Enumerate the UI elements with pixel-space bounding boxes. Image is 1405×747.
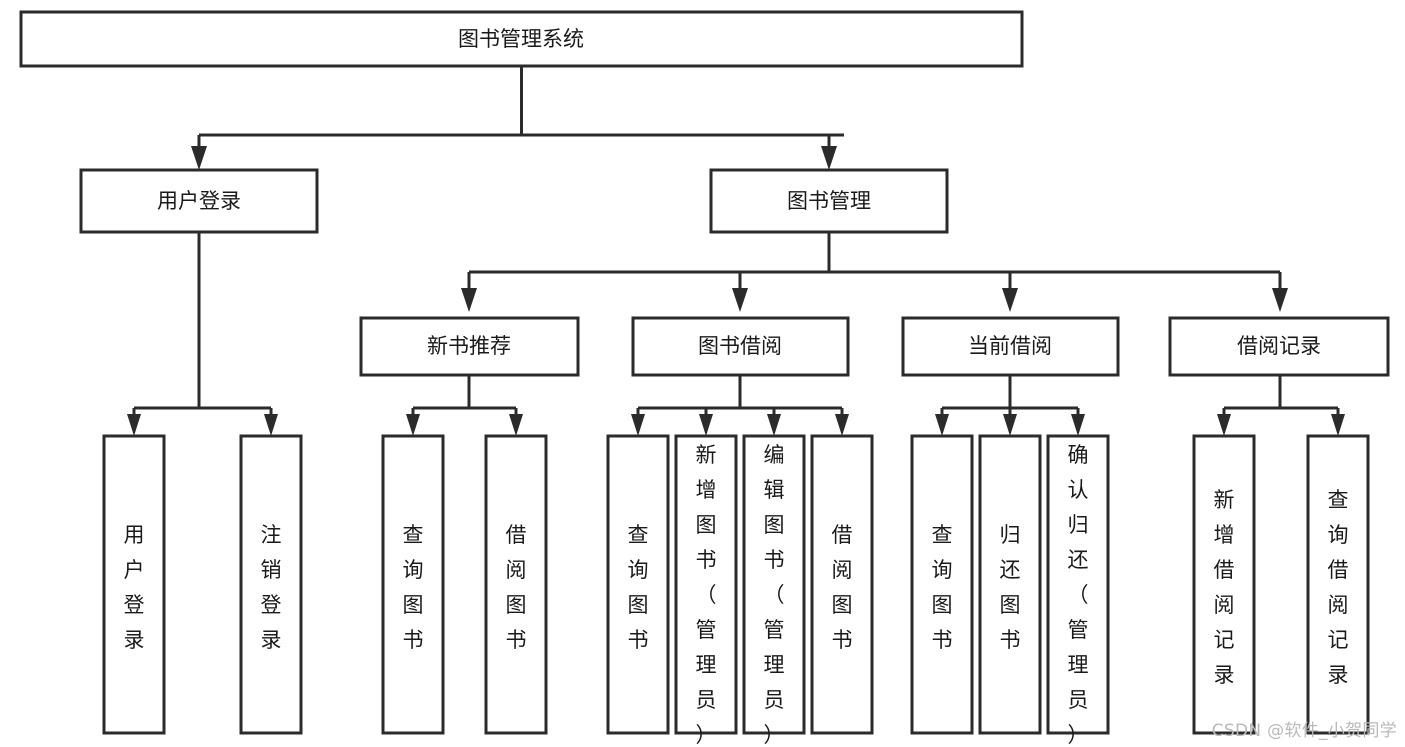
node-current-borrow-label: 当前借阅 bbox=[968, 334, 1052, 358]
arrow-head-leaf-book-borrow-1 bbox=[631, 414, 645, 436]
leaf-new-book-2-box[interactable] bbox=[484, 434, 548, 735]
arrow-head-leaf-book-borrow-2 bbox=[699, 414, 713, 436]
node-book-management-label: 图书管理 bbox=[787, 189, 871, 213]
node-new-book-recommend-label: 新书推荐 bbox=[427, 334, 511, 358]
node-new-book-recommend[interactable]: 新书推荐 bbox=[359, 316, 580, 377]
connector-group-book-borrow bbox=[631, 375, 849, 436]
leaf-current-borrow-2-label: 归还图书 bbox=[1000, 523, 1021, 652]
arrow-head-leaf-book-borrow-4 bbox=[835, 414, 849, 436]
leaf-node[interactable]: 新增借阅记录 bbox=[1192, 434, 1256, 735]
node-root-box[interactable] bbox=[19, 10, 1024, 68]
connector-group-new-book-recommend bbox=[406, 375, 523, 436]
leaf-node[interactable]: 归还图书 bbox=[978, 434, 1042, 735]
arrow-head-leaf-user-login-2 bbox=[264, 414, 278, 436]
arrow-head-current-borrow bbox=[1002, 288, 1018, 312]
leaf-node[interactable]: 查询图书 bbox=[381, 434, 445, 735]
leaf-book-borrow-1-box[interactable] bbox=[606, 434, 670, 735]
leaf-node[interactable]: 查询图书 bbox=[606, 434, 670, 735]
node-book-management[interactable]: 图书管理 bbox=[709, 168, 949, 234]
arrow-head-book-mgmt bbox=[821, 146, 837, 170]
csdn-watermark: CSDN @软件_小贺同学 bbox=[1211, 721, 1397, 741]
node-book-borrow[interactable]: 图书借阅 bbox=[631, 316, 850, 377]
leaf-book-borrow-3-box[interactable] bbox=[742, 434, 806, 735]
node-root-label: 图书管理系统 bbox=[458, 27, 584, 51]
leaf-current-borrow-1-box[interactable] bbox=[910, 434, 974, 735]
node-book-management-box[interactable] bbox=[709, 168, 949, 234]
leaf-user-login-2-label: 注销登录 bbox=[261, 523, 282, 652]
leaf-book-borrow-3-label: 编辑图书（管理员） bbox=[764, 443, 785, 747]
arrow-head-leaf-new-book-2 bbox=[509, 414, 523, 436]
leaf-node[interactable]: 新增图书（管理员） bbox=[674, 434, 738, 747]
leaf-book-borrow-4-box[interactable] bbox=[810, 434, 874, 735]
arrow-head-book-borrow bbox=[732, 288, 748, 312]
arrow-head-leaf-new-book-1 bbox=[406, 414, 420, 436]
leaf-node[interactable]: 查询借阅记录 bbox=[1306, 434, 1370, 735]
leaf-borrow-record-1-label: 新增借阅记录 bbox=[1214, 488, 1235, 687]
leaf-borrow-record-2-label: 查询借阅记录 bbox=[1328, 488, 1349, 687]
node-new-book-recommend-box[interactable] bbox=[359, 316, 580, 377]
leaf-user-login-1-label: 用户登录 bbox=[124, 523, 145, 652]
leaf-borrow-record-1-box[interactable] bbox=[1192, 434, 1256, 735]
leaf-node[interactable]: 注销登录 bbox=[239, 434, 303, 735]
leaf-user-login-2-box[interactable] bbox=[239, 434, 303, 735]
connector-group-borrow-record bbox=[1217, 375, 1345, 436]
leaf-user-login-1-box[interactable] bbox=[102, 434, 166, 735]
node-borrow-record[interactable]: 借阅记录 bbox=[1168, 316, 1390, 377]
leaf-node[interactable]: 编辑图书（管理员） bbox=[742, 434, 806, 747]
arrow-head-leaf-current-borrow-1 bbox=[935, 414, 949, 436]
arrow-head-borrow-record bbox=[1272, 288, 1288, 312]
leaf-new-book-1-box[interactable] bbox=[381, 434, 445, 735]
arrow-head-leaf-borrow-record-2 bbox=[1331, 414, 1345, 436]
leaf-new-book-1-label: 查询图书 bbox=[403, 523, 424, 652]
node-borrow-record-label: 借阅记录 bbox=[1237, 334, 1321, 358]
node-book-borrow-box[interactable] bbox=[631, 316, 850, 377]
leaf-book-borrow-1-label: 查询图书 bbox=[628, 523, 649, 652]
connector-group-root bbox=[191, 66, 844, 170]
arrow-head-new-book-recommend bbox=[461, 288, 477, 312]
node-user-login-box[interactable] bbox=[79, 168, 319, 234]
leaf-node[interactable]: 借阅图书 bbox=[484, 434, 548, 735]
node-user-login[interactable]: 用户登录 bbox=[79, 168, 319, 234]
leaf-node[interactable]: 查询图书 bbox=[910, 434, 974, 735]
leaf-node[interactable]: 用户登录 bbox=[102, 434, 166, 735]
leaf-borrow-record-2-box[interactable] bbox=[1306, 434, 1370, 735]
leaf-current-borrow-3-label: 确认归还（管理员） bbox=[1068, 443, 1089, 747]
node-book-borrow-label: 图书借阅 bbox=[698, 334, 782, 358]
node-borrow-record-box[interactable] bbox=[1168, 316, 1390, 377]
node-current-borrow-box[interactable] bbox=[901, 316, 1120, 377]
connector-group-current-borrow bbox=[935, 375, 1085, 436]
leaf-book-borrow-4-label: 借阅图书 bbox=[832, 523, 853, 652]
node-root[interactable]: 图书管理系统 bbox=[19, 10, 1024, 68]
connector-group-book-mgmt bbox=[461, 232, 1288, 312]
arrow-head-leaf-current-borrow-3 bbox=[1071, 414, 1085, 436]
connector-group-user-login bbox=[127, 232, 278, 436]
arrow-head-leaf-book-borrow-3 bbox=[767, 414, 781, 436]
leaf-book-borrow-2-box[interactable] bbox=[674, 434, 738, 735]
arrow-head-leaf-borrow-record-1 bbox=[1217, 414, 1231, 436]
arrow-head-leaf-user-login-1 bbox=[127, 414, 141, 436]
node-current-borrow[interactable]: 当前借阅 bbox=[901, 316, 1120, 377]
arrow-head-leaf-current-borrow-2 bbox=[1003, 414, 1017, 436]
node-user-login-label: 用户登录 bbox=[157, 189, 241, 213]
leaf-node[interactable]: 借阅图书 bbox=[810, 434, 874, 735]
leaf-current-borrow-2-box[interactable] bbox=[978, 434, 1042, 735]
arrow-head-user-login bbox=[191, 146, 207, 170]
leaf-book-borrow-2-label: 新增图书（管理员） bbox=[696, 443, 717, 747]
leaf-node[interactable]: 确认归还（管理员） bbox=[1046, 434, 1110, 747]
leaf-new-book-2-label: 借阅图书 bbox=[506, 523, 527, 652]
leaf-current-borrow-1-label: 查询图书 bbox=[932, 523, 953, 652]
leaf-current-borrow-3-box[interactable] bbox=[1046, 434, 1110, 735]
